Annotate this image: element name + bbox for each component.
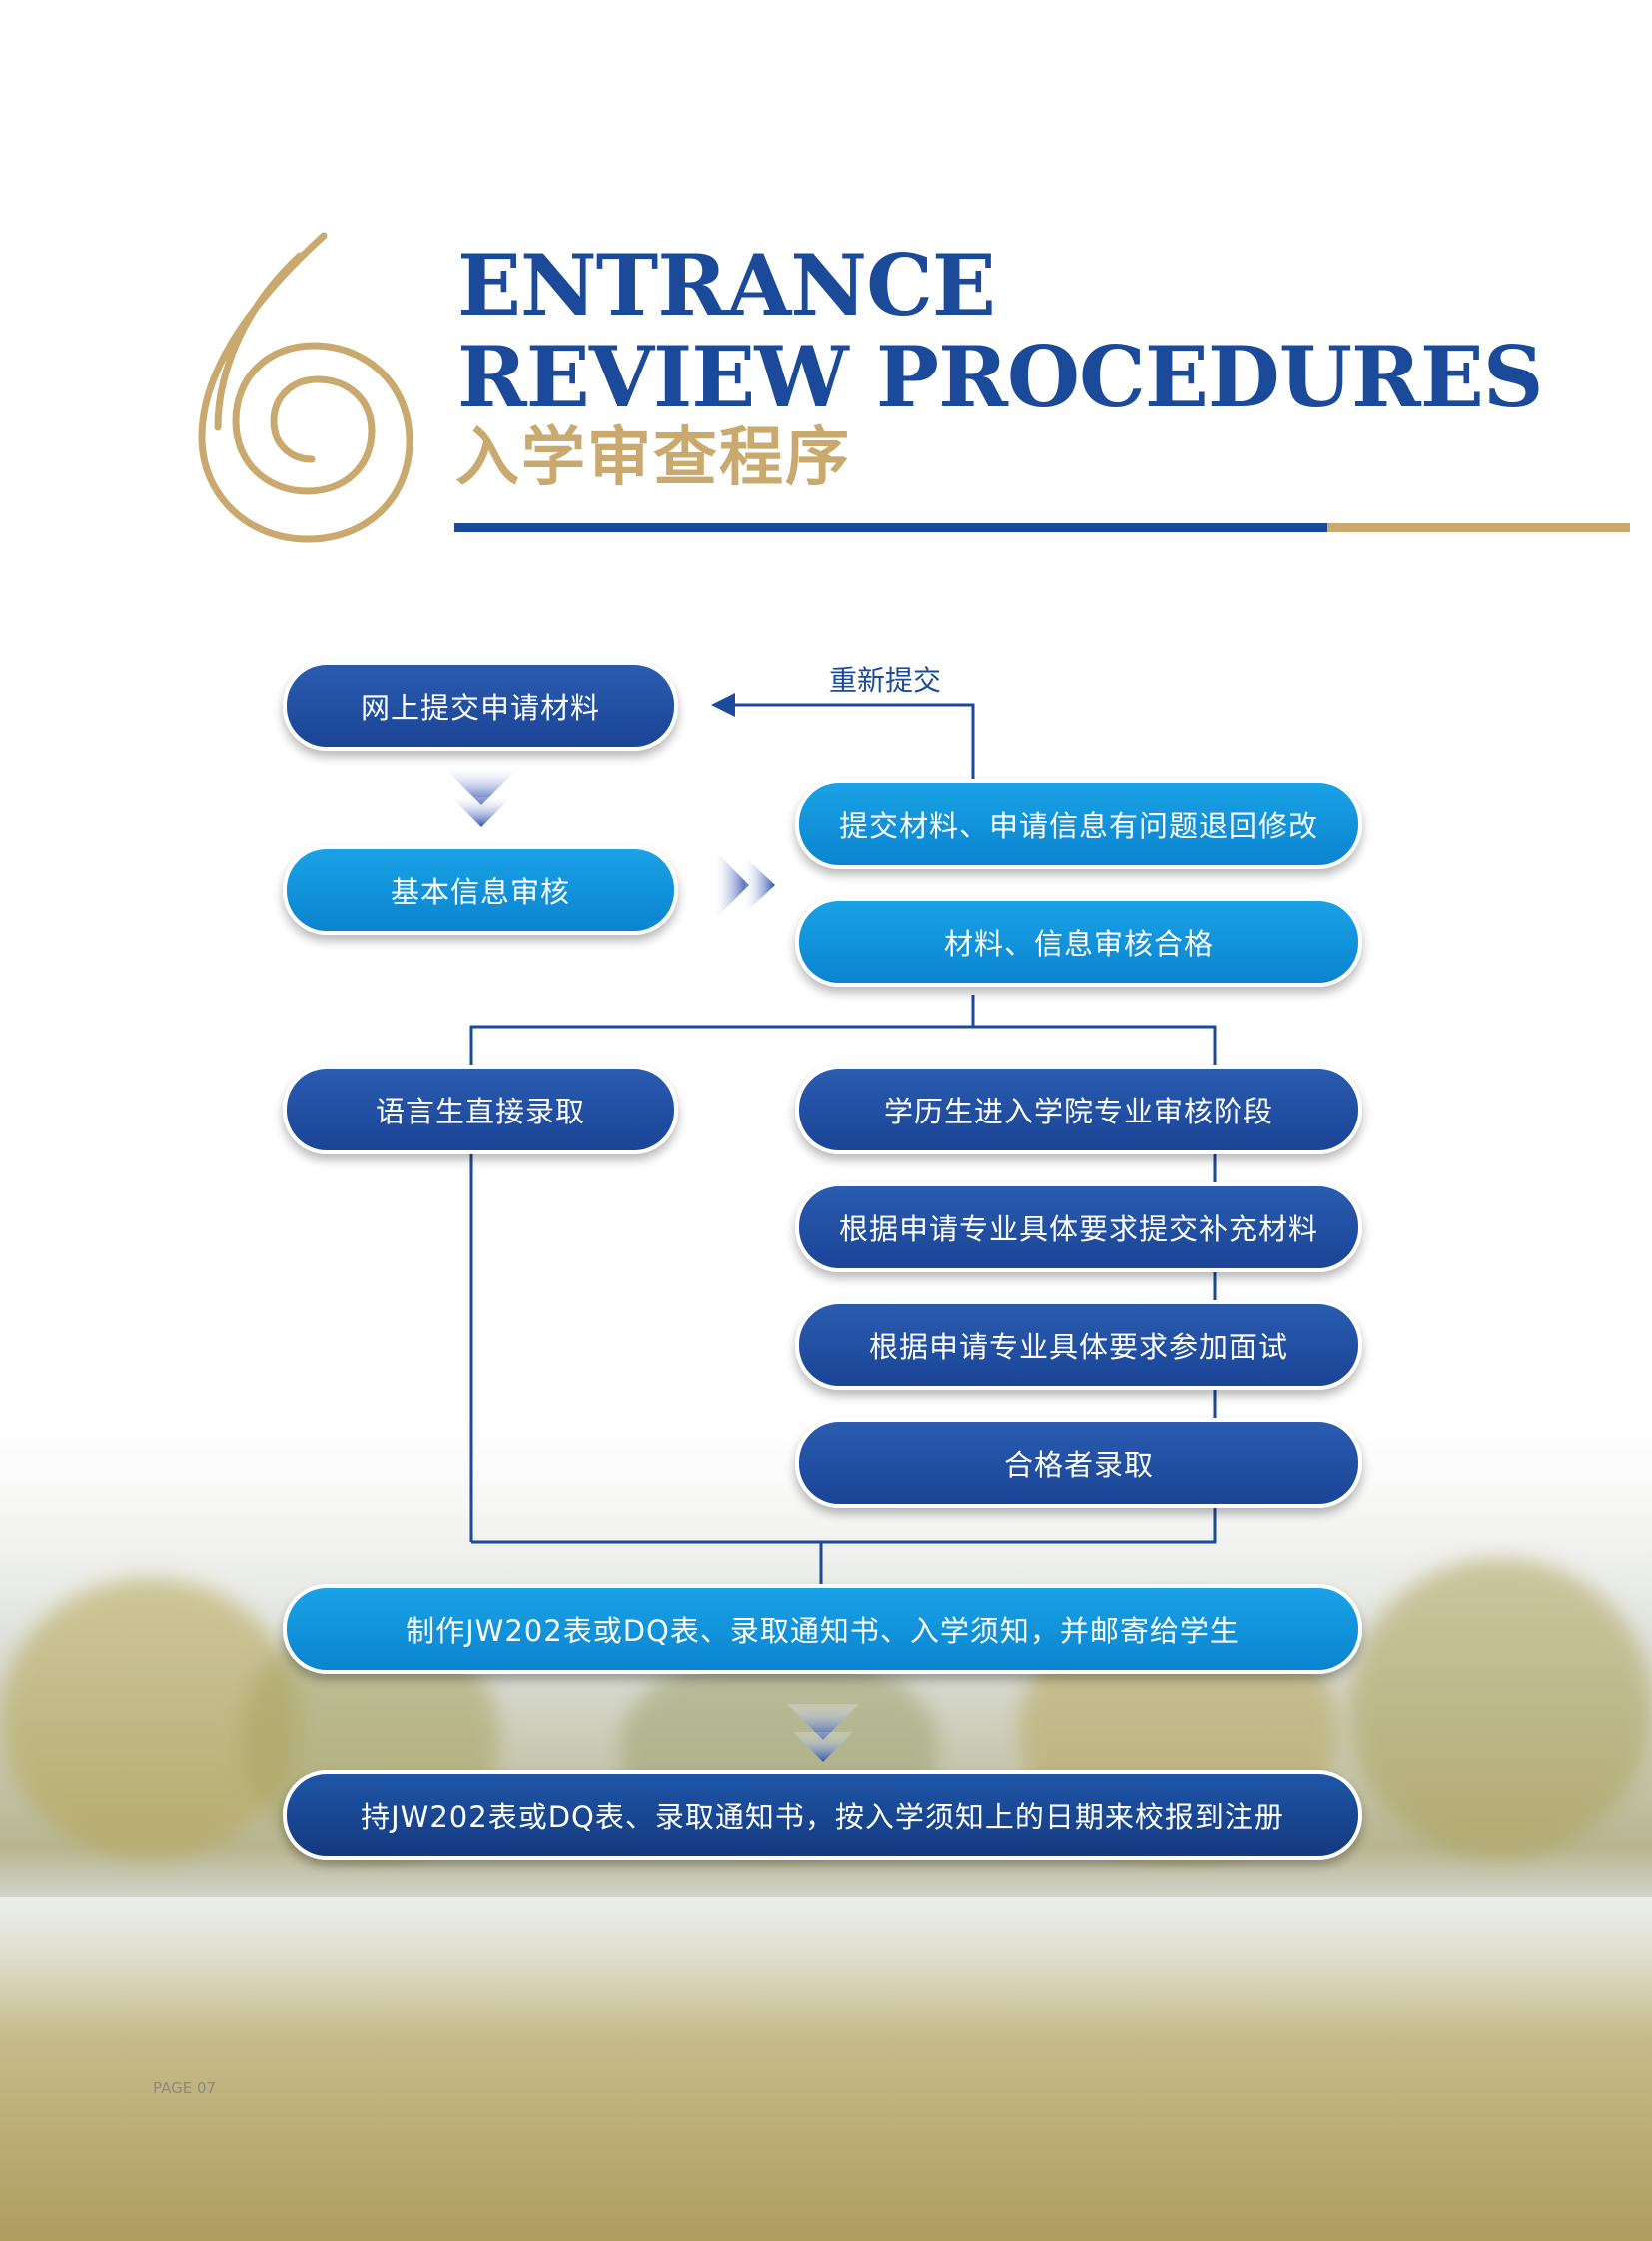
step-language-admit: 语言生直接录取 [283, 1065, 678, 1154]
merge-bar [471, 1508, 1217, 1544]
page-number: PAGE 07 [153, 2079, 217, 2097]
step-online-submit: 网上提交申请材料 [283, 661, 678, 751]
page-title-chinese: 入学审查程序 [455, 420, 851, 495]
step-register: 持JW202表或DQ表、录取通知书，按入学须知上的日期来校报到注册 [283, 1770, 1362, 1860]
title-line-2: REVIEW PROCEDURES [457, 328, 1544, 426]
split-bar [469, 1025, 1217, 1067]
step-interview: 根据申请专业具体要求参加面试 [795, 1300, 1362, 1390]
numeral-six-emblem [198, 232, 413, 543]
step-qualified-admit: 合格者录取 [795, 1418, 1362, 1508]
resubmit-arrowhead [711, 693, 735, 717]
title-rule-blue [454, 523, 1327, 532]
step-problem-return: 提交材料、申请信息有问题退回修改 [795, 779, 1362, 869]
step-basic-review: 基本信息审核 [283, 845, 678, 935]
step-degree-review: 学历生进入学院专业审核阶段 [795, 1065, 1362, 1154]
step-review-pass: 材料、信息审核合格 [795, 897, 1362, 987]
title-line-1: ENTRANCE [457, 236, 996, 335]
chevron-down-icon-2 [787, 1704, 859, 1762]
step-prepare-docs: 制作JW202表或DQ表、录取通知书、入学须知，并邮寄给学生 [283, 1584, 1362, 1674]
title-rule-gold [1327, 523, 1630, 532]
chevron-right-icon [715, 851, 775, 919]
resubmit-label: 重新提交 [829, 664, 942, 697]
page-title-english: ENTRANCE REVIEW PROCEDURES [457, 240, 1544, 426]
chevron-down-icon-1 [445, 769, 517, 827]
lake-reflection [0, 1897, 1652, 2241]
resubmit-loop-line [727, 703, 975, 789]
step-supplementary: 根据申请专业具体要求提交补充材料 [795, 1182, 1362, 1272]
